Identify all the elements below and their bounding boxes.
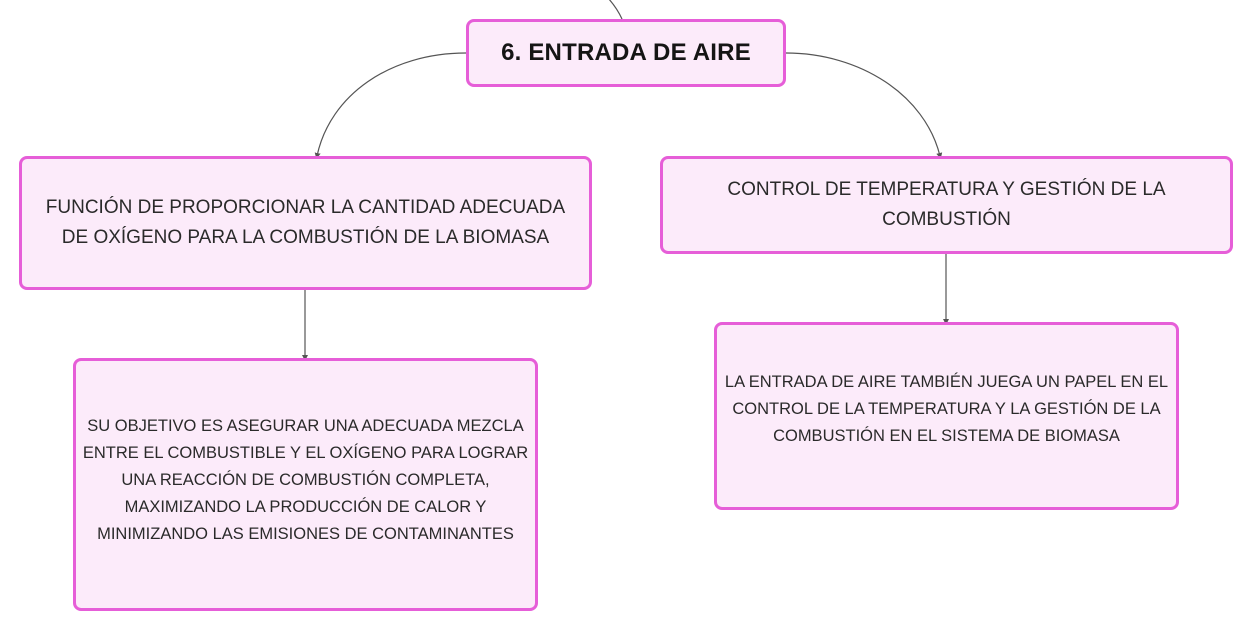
right-branch-node[interactable]: CONTROL DE TEMPERATURA Y GESTIÓN DE LA C… <box>660 156 1233 254</box>
left-branch-node[interactable]: FUNCIÓN DE PROPORCIONAR LA CANTIDAD ADEC… <box>19 156 592 290</box>
connector-root-to-right-branch <box>785 52 943 159</box>
root-node-label: 6. ENTRADA DE AIRE <box>501 39 751 66</box>
right-child-node[interactable]: LA ENTRADA DE AIRE TAMBIÉN JUEGA UN PAPE… <box>714 322 1179 510</box>
right-branch-label: CONTROL DE TEMPERATURA Y GESTIÓN DE LA C… <box>727 179 1166 230</box>
connector-root-to-left-branch <box>314 52 467 159</box>
root-node[interactable]: 6. ENTRADA DE AIRE <box>466 19 786 87</box>
left-branch-label: FUNCIÓN DE PROPORCIONAR LA CANTIDAD ADEC… <box>45 197 566 248</box>
right-child-label: LA ENTRADA DE AIRE TAMBIÉN JUEGA UN PAPE… <box>724 372 1169 445</box>
left-child-label: SU OBJETIVO ES ASEGURAR UNA ADECUADA MEZ… <box>82 417 529 543</box>
connector-parent-to-root <box>608 0 623 20</box>
left-child-node[interactable]: SU OBJETIVO ES ASEGURAR UNA ADECUADA MEZ… <box>73 358 538 611</box>
